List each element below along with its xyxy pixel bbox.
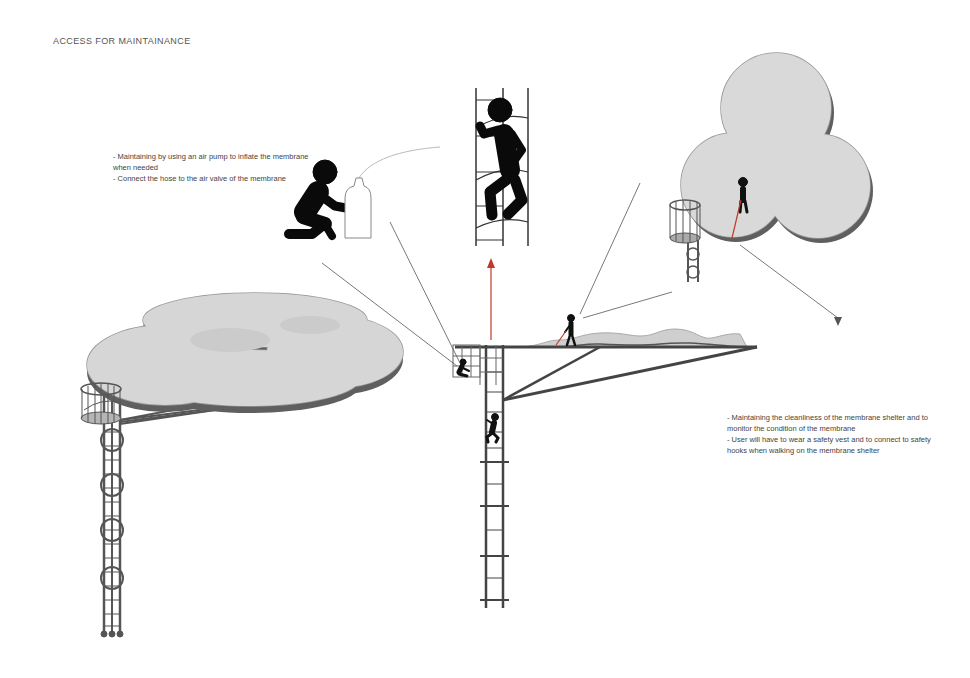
- spiral-platform: [81, 383, 121, 424]
- walking-worker-small: [565, 315, 575, 346]
- lobe: [766, 134, 870, 238]
- note-text: - Maintaining the cleanliness of the mem…: [727, 413, 945, 434]
- leg: [487, 434, 491, 442]
- leader-arrowhead: [834, 317, 842, 326]
- cage-bars: [453, 345, 480, 377]
- note-text: - User will have to wear a safety vest a…: [727, 435, 945, 456]
- beam: [455, 346, 757, 349]
- membrane-top: [87, 293, 403, 406]
- foot: [101, 631, 107, 637]
- foot: [117, 631, 123, 637]
- ring: [687, 248, 699, 260]
- kneeling-worker: [289, 160, 346, 236]
- arm: [463, 368, 469, 371]
- ladder-rail: [502, 345, 505, 608]
- platform-base: [670, 233, 700, 243]
- shin: [289, 226, 322, 234]
- head: [492, 414, 499, 421]
- red-arrow-head: [487, 258, 495, 268]
- climber-figure: [480, 98, 522, 215]
- column: [101, 395, 123, 637]
- strut: [503, 347, 757, 400]
- ladder-steps: [486, 372, 503, 578]
- cage-ladder-detail: [476, 88, 528, 246]
- rod: [111, 395, 113, 632]
- lobe: [140, 350, 360, 406]
- body: [740, 189, 746, 200]
- leg: [572, 335, 575, 345]
- plan-outline: [681, 53, 870, 238]
- membrane-section: [515, 329, 747, 347]
- lower-leg: [326, 226, 332, 236]
- leg: [508, 180, 522, 214]
- leg: [745, 201, 747, 212]
- head: [739, 178, 748, 187]
- mid-platform: [453, 345, 503, 385]
- ring: [101, 429, 123, 451]
- arm: [487, 420, 493, 424]
- cage-bars: [670, 201, 700, 243]
- ladder-rungs: [480, 462, 509, 600]
- leader-line: [390, 222, 460, 363]
- arm: [320, 195, 346, 208]
- lobe: [140, 350, 360, 406]
- leader-line: [740, 245, 838, 318]
- rail: [475, 88, 477, 246]
- ladder-rungs: [104, 432, 120, 626]
- leader-line: [583, 292, 672, 318]
- arm: [512, 134, 522, 160]
- ring: [101, 474, 123, 496]
- safety-line: [732, 200, 741, 238]
- hose: [359, 147, 440, 178]
- leg: [567, 335, 570, 345]
- page-title: ACCESS FOR MAINTAINANCE: [53, 36, 191, 46]
- leader-lines: [322, 183, 838, 366]
- plan-stair: [670, 200, 700, 282]
- mid-structure: [480, 345, 757, 608]
- membrane-top-outline: [87, 293, 403, 406]
- shade: [280, 316, 340, 334]
- leader-line: [580, 183, 640, 314]
- torso: [504, 134, 510, 170]
- stair: [84, 401, 118, 410]
- climbing-worker-small: [487, 414, 499, 443]
- plan-top: [681, 53, 870, 238]
- platform-cage: [453, 345, 480, 377]
- air-pump: [345, 178, 371, 238]
- leg: [459, 374, 467, 376]
- cage-rail: [670, 200, 700, 210]
- ring: [101, 567, 123, 589]
- ladder-cage: [480, 345, 503, 385]
- leg: [490, 180, 506, 215]
- cage-rail: [81, 383, 121, 395]
- leader-line: [322, 263, 457, 366]
- note-text: - Maintaining by using an air pump to in…: [113, 152, 313, 173]
- cage-hoops: [476, 116, 528, 228]
- head: [568, 315, 575, 322]
- shade: [190, 328, 270, 352]
- body: [459, 366, 462, 372]
- cage-bars: [82, 383, 120, 424]
- ring: [687, 266, 699, 278]
- lobe: [766, 134, 870, 238]
- safety-line: [556, 331, 566, 345]
- arm: [480, 126, 498, 134]
- membrane-profile: [515, 329, 747, 347]
- kneeling-worker-small: [459, 359, 469, 376]
- leg: [494, 434, 498, 442]
- ring: [101, 519, 123, 541]
- strut: [503, 347, 600, 400]
- ladder-rail: [485, 345, 488, 608]
- red-arrow-line: [490, 268, 491, 340]
- head: [313, 160, 337, 184]
- note-text: - Connect the hose to the air valve of t…: [113, 174, 313, 185]
- head: [488, 98, 512, 122]
- foot: [109, 631, 115, 637]
